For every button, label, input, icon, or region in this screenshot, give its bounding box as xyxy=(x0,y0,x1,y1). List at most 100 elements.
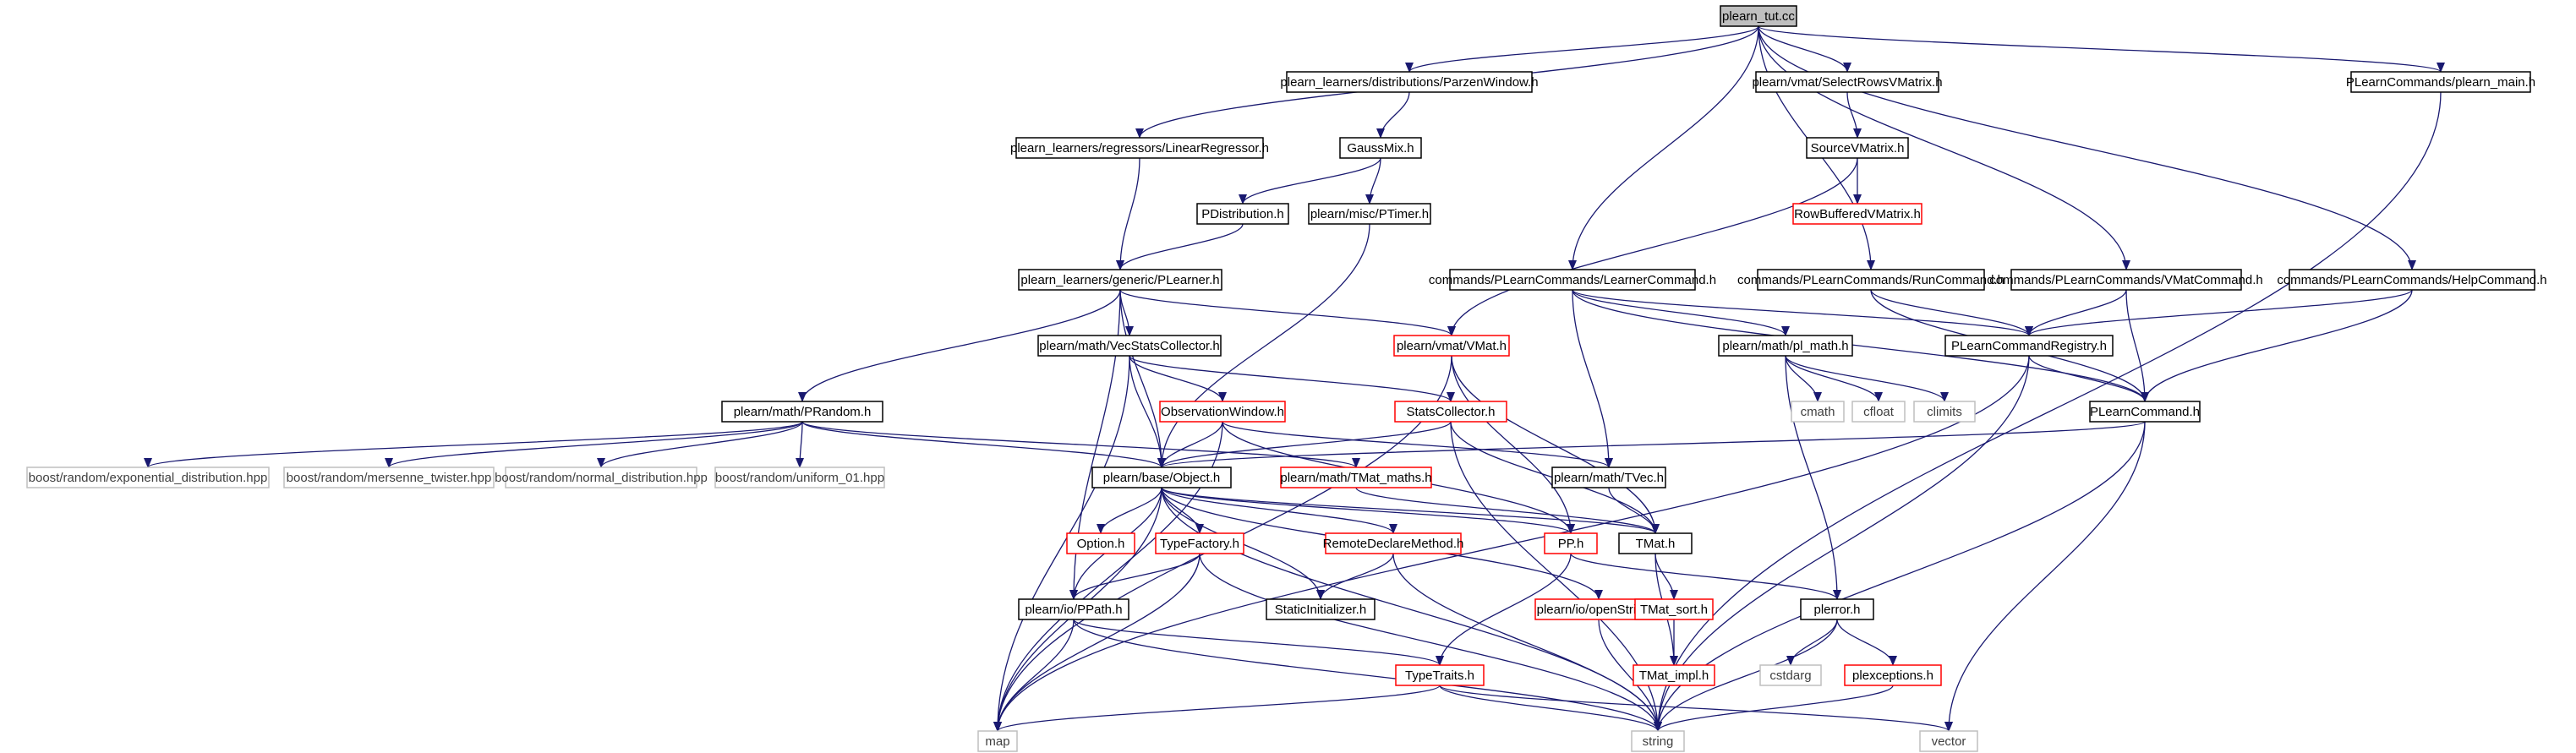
node-label: boost/random/mersenne_twister.hpp xyxy=(287,471,492,485)
node-label: map xyxy=(985,734,1009,749)
node-ppath[interactable]: plearn/io/PPath.h xyxy=(1018,598,1129,620)
node-label: SourceVMatrix.h xyxy=(1811,141,1905,156)
edge-gaussmix-to-ptimer xyxy=(1365,157,1381,205)
node-cmath[interactable]: cmath xyxy=(1791,401,1845,423)
node-cstdarg[interactable]: cstdarg xyxy=(1759,664,1822,686)
node-plcmd[interactable]: PLearnCommand.h xyxy=(2089,401,2201,423)
edge-vmat-to-pp xyxy=(1451,355,1575,534)
node-tmatimpl[interactable]: TMat_impl.h xyxy=(1633,664,1715,686)
node-box xyxy=(1851,401,1906,423)
node-expdist[interactable]: boost/random/exponential_distribution.hp… xyxy=(26,467,270,488)
node-plearner[interactable]: plearn_learners/generic/PLearner.h xyxy=(1018,269,1222,291)
edge-sourcevm-to-vmat xyxy=(1447,157,1858,336)
node-plearn_tut[interactable]: plearn_tut.cc xyxy=(1720,5,1797,27)
edge-registry-to-plcmd xyxy=(2028,355,2149,402)
node-plexceptions[interactable]: plexceptions.h xyxy=(1844,664,1942,686)
node-typetraits[interactable]: TypeTraits.h xyxy=(1395,664,1485,686)
node-label: plearn_learners/regressors/LinearRegress… xyxy=(1010,141,1269,156)
node-vector[interactable]: vector xyxy=(1919,730,1978,752)
node-plerror[interactable]: plerror.h xyxy=(1800,598,1874,620)
node-uniform[interactable]: boost/random/uniform_01.hpp xyxy=(714,467,885,488)
node-climits[interactable]: climits xyxy=(1913,401,1976,423)
edge-ppath-to-typetraits xyxy=(1073,619,1444,666)
node-vmat[interactable]: plearn/vmat/VMat.h xyxy=(1393,335,1510,357)
node-label: PLearnCommands/plearn_main.h xyxy=(2346,75,2535,90)
node-label: climits xyxy=(1927,405,1962,419)
node-linreg[interactable]: plearn_learners/regressors/LinearRegress… xyxy=(1010,137,1269,159)
node-box xyxy=(721,401,883,423)
node-plmath[interactable]: plearn/math/pl_math.h xyxy=(1718,335,1853,357)
node-pdist[interactable]: PDistribution.h xyxy=(1196,203,1289,225)
node-learnercmd[interactable]: commands/PLearnCommands/LearnerCommand.h xyxy=(1429,269,1716,291)
edge-plearner-to-vmat xyxy=(1119,289,1456,336)
node-box xyxy=(1631,730,1685,752)
node-sourcevm[interactable]: SourceVMatrix.h xyxy=(1806,137,1909,159)
node-ptimer[interactable]: plearn/misc/PTimer.h xyxy=(1308,203,1431,225)
node-typefactory[interactable]: TypeFactory.h xyxy=(1155,532,1244,554)
node-normdist[interactable]: boost/random/normal_distribution.hpp xyxy=(495,467,708,488)
edge-ppath-to-map xyxy=(993,619,1075,732)
node-box xyxy=(2010,269,2242,291)
edge-vmat-to-tmat xyxy=(1451,355,1660,534)
node-prandom[interactable]: plearn/math/PRandom.h xyxy=(721,401,883,423)
node-runcmd[interactable]: commands/PLearnCommands/RunCommand.h xyxy=(1737,269,2004,291)
node-helpcmd[interactable]: commands/PLearnCommands/HelpCommand.h xyxy=(2277,269,2547,291)
node-obswin[interactable]: ObservationWindow.h xyxy=(1159,401,1286,423)
node-box xyxy=(1325,532,1462,554)
node-box xyxy=(1018,269,1222,291)
edge-typefactory-to-string xyxy=(1199,553,1662,732)
edge-ptimer-to-object xyxy=(1157,223,1370,468)
edge-learnercmd-to-plmath xyxy=(1572,289,1790,336)
node-label: TypeTraits.h xyxy=(1405,668,1474,683)
edge-vecstats-to-statscol xyxy=(1129,355,1455,402)
node-cfloat[interactable]: cfloat xyxy=(1851,401,1906,423)
node-registry[interactable]: PLearnCommandRegistry.h xyxy=(1944,335,2114,357)
node-box xyxy=(1800,598,1874,620)
node-label: plearn_learners/distributions/ParzenWind… xyxy=(1280,75,1538,90)
edge-prandom-to-mersenne xyxy=(385,421,803,468)
node-label: commands/PLearnCommands/LearnerCommand.h xyxy=(1429,273,1716,287)
node-map[interactable]: map xyxy=(977,730,1018,752)
node-selectrows[interactable]: plearn/vmat/SelectRowsVMatrix.h xyxy=(1752,71,1943,93)
node-object[interactable]: plearn/base/Object.h xyxy=(1091,467,1232,488)
edge-plmath-to-climits xyxy=(1785,355,1949,402)
node-rowbuf[interactable]: RowBufferedVMatrix.h xyxy=(1792,203,1922,225)
node-box xyxy=(1718,335,1853,357)
node-parzen[interactable]: plearn_learners/distributions/ParzenWind… xyxy=(1280,71,1539,93)
node-tmatmaths[interactable]: plearn/math/TMat_maths.h xyxy=(1280,467,1432,488)
edge-typefactory-to-ppath xyxy=(1069,553,1200,600)
node-string[interactable]: string xyxy=(1631,730,1685,752)
edge-remotedecl-to-string xyxy=(1392,553,1662,732)
node-statscol[interactable]: StatsCollector.h xyxy=(1394,401,1507,423)
node-pmain[interactable]: PLearnCommands/plearn_main.h xyxy=(2346,71,2535,93)
node-label: cfloat xyxy=(1863,405,1895,419)
node-staticinit[interactable]: StaticInitializer.h xyxy=(1266,598,1376,620)
node-option[interactable]: Option.h xyxy=(1066,532,1135,554)
node-box xyxy=(1720,5,1797,27)
edge-prandom-to-expdist xyxy=(144,421,803,468)
edge-plmath-to-plerror xyxy=(1785,355,1841,600)
node-vecstats[interactable]: plearn/math/VecStatsCollector.h xyxy=(1037,335,1222,357)
node-remotedecl[interactable]: RemoteDeclareMethod.h xyxy=(1323,532,1464,554)
edge-runcmd-to-registry xyxy=(1870,289,2033,336)
edge-pp-to-plerror xyxy=(1570,553,1841,600)
node-tmat[interactable]: TMat.h xyxy=(1618,532,1693,554)
node-tvec[interactable]: plearn/math/TVec.h xyxy=(1551,467,1666,488)
node-tmatsort[interactable]: TMat_sort.h xyxy=(1634,598,1714,620)
edge-vecstats-to-object xyxy=(1129,355,1166,468)
node-label: plearn_learners/generic/PLearner.h xyxy=(1020,273,1219,287)
node-box xyxy=(1159,401,1286,423)
node-box xyxy=(1913,401,1976,423)
edges-layer xyxy=(144,25,2445,732)
node-gaussmix[interactable]: GaussMix.h xyxy=(1339,137,1422,159)
node-label: plearn/vmat/VMat.h xyxy=(1397,339,1507,353)
node-mersenne[interactable]: boost/random/mersenne_twister.hpp xyxy=(283,467,495,488)
edge-vecstats-to-obswin xyxy=(1129,355,1227,402)
edge-typetraits-to-string xyxy=(1439,685,1662,732)
node-pp[interactable]: PP.h xyxy=(1544,532,1598,554)
node-vmatcmd[interactable]: commands/PLearnCommands/VMatCommand.h xyxy=(1989,269,2263,291)
node-box xyxy=(1759,664,1822,686)
node-label: PDistribution.h xyxy=(1201,207,1284,221)
node-label: TMat_sort.h xyxy=(1640,603,1708,617)
